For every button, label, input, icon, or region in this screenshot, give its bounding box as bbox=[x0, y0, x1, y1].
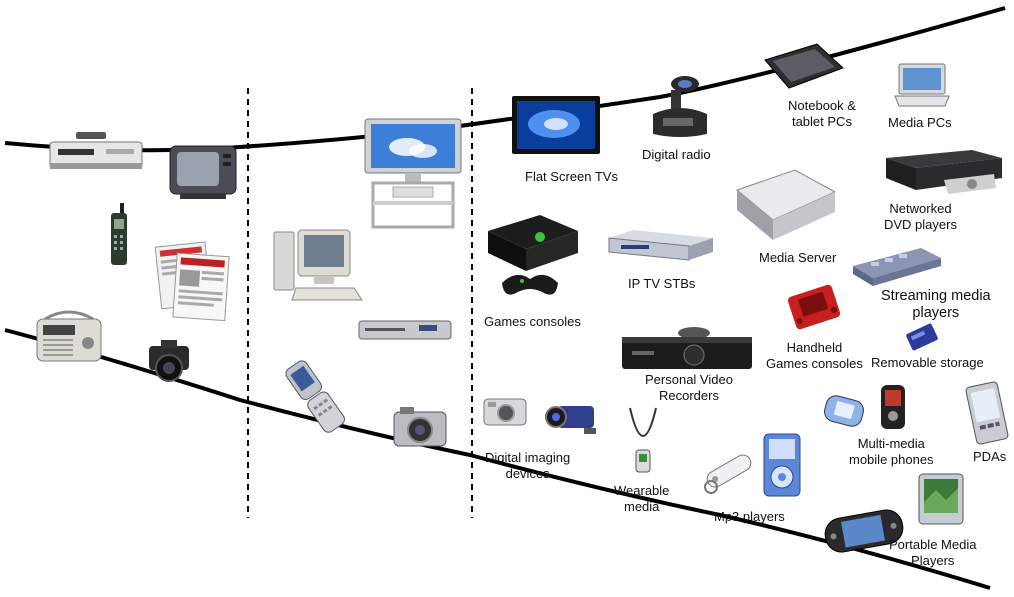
streaming-media-label: Streaming media players bbox=[881, 288, 991, 322]
flip-phone-icon bbox=[283, 358, 349, 434]
notebook-label-line1: Notebook & bbox=[788, 98, 856, 113]
notebook-tablet-label: Notebook & tablet PCs bbox=[788, 98, 856, 130]
media-server-label: Media Server bbox=[759, 250, 837, 265]
games-console-icon bbox=[486, 213, 580, 303]
streaming-label-line2: players bbox=[912, 305, 960, 321]
networked-label-line1: Networked bbox=[889, 201, 952, 216]
handheld-label-line1: Handheld bbox=[786, 340, 843, 355]
removable-storage-icon bbox=[904, 322, 940, 352]
mobile-label-line1: Multi-media bbox=[857, 436, 925, 451]
pdas-label: PDAs bbox=[973, 449, 1007, 464]
portable-media-player-icon bbox=[823, 506, 905, 556]
streaming-label-line1: Streaming media bbox=[881, 288, 991, 304]
radio-icon bbox=[33, 305, 105, 363]
ipod-icon bbox=[761, 432, 803, 498]
networked-dvd-label: Networked DVD players bbox=[884, 201, 957, 233]
old-mobile-phone-icon bbox=[108, 203, 130, 267]
usb-mp3-player-icon bbox=[695, 445, 763, 497]
pvr-label: Personal Video Recorders bbox=[645, 372, 733, 404]
imaging-label-line1: Digital imaging bbox=[485, 450, 571, 465]
games-consoles-label: Games consoles bbox=[484, 314, 581, 329]
crt-tv-icon bbox=[168, 144, 238, 200]
multimedia-phones-label: Multi-media mobile phones bbox=[849, 436, 934, 468]
imaging-label-line2: devices bbox=[505, 466, 550, 481]
vcr-icon bbox=[48, 130, 144, 174]
pvr-label-line2: Recorders bbox=[658, 388, 719, 403]
portable-media-players-label: Portable Media Players bbox=[889, 537, 976, 569]
networked-label-line2: DVD players bbox=[884, 217, 957, 232]
digital-imaging-label: Digital imaging devices bbox=[485, 450, 570, 482]
media-server-icon bbox=[735, 168, 837, 244]
digital-camera-icon bbox=[482, 394, 528, 428]
desktop-pc-icon bbox=[270, 226, 366, 306]
dvd-player-icon bbox=[357, 318, 453, 342]
media-pc-laptop-icon bbox=[893, 62, 951, 108]
flat-screen-tv-icon bbox=[510, 94, 602, 160]
pda-icon bbox=[965, 381, 1009, 445]
flat-screen-tvs-label: Flat Screen TVs bbox=[525, 169, 618, 184]
handheld-consoles-label: Handheld Games consoles bbox=[766, 340, 863, 372]
media-player-screen-icon bbox=[916, 472, 966, 526]
mobile-label-line2: mobile phones bbox=[849, 452, 934, 467]
camcorder-icon bbox=[544, 396, 600, 438]
digital-radio-label: Digital radio bbox=[642, 147, 711, 162]
tablet-pc-icon bbox=[761, 42, 845, 90]
wearable-label-line1: Wearable bbox=[614, 483, 670, 498]
pvr-icon bbox=[620, 325, 754, 371]
compact-camera-icon bbox=[392, 404, 448, 450]
media-pcs-label: Media PCs bbox=[888, 115, 952, 130]
newspapers-icon bbox=[153, 237, 241, 325]
handheld-label-line2: Games consoles bbox=[766, 356, 863, 371]
pmp-label-line1: Portable Media bbox=[889, 537, 977, 552]
wearable-media-label: Wearable media bbox=[614, 483, 669, 515]
pmp-label-line2: Players bbox=[911, 553, 955, 568]
notebook-label-line2: tablet PCs bbox=[791, 114, 852, 129]
digital-radio-icon bbox=[649, 74, 711, 140]
wearable-label-line2: media bbox=[623, 499, 660, 514]
wearable-media-icon bbox=[624, 404, 662, 476]
removable-storage-label: Removable storage bbox=[871, 355, 984, 370]
handheld-console-icon bbox=[785, 284, 843, 330]
slr-camera-icon bbox=[145, 336, 193, 384]
networked-dvd-player-icon bbox=[884, 148, 1004, 202]
multimedia-phone-icon bbox=[823, 394, 865, 428]
mp3-players-label: Mp3 players bbox=[714, 509, 785, 524]
pvr-label-line1: Personal Video bbox=[645, 372, 733, 387]
ip-tv-stbs-label: IP TV STBs bbox=[628, 276, 696, 291]
streaming-media-player-icon bbox=[851, 246, 943, 288]
flat-tv-stand-icon bbox=[363, 117, 463, 229]
ip-tv-stb-icon bbox=[607, 228, 715, 262]
smartphone-icon bbox=[878, 383, 908, 431]
